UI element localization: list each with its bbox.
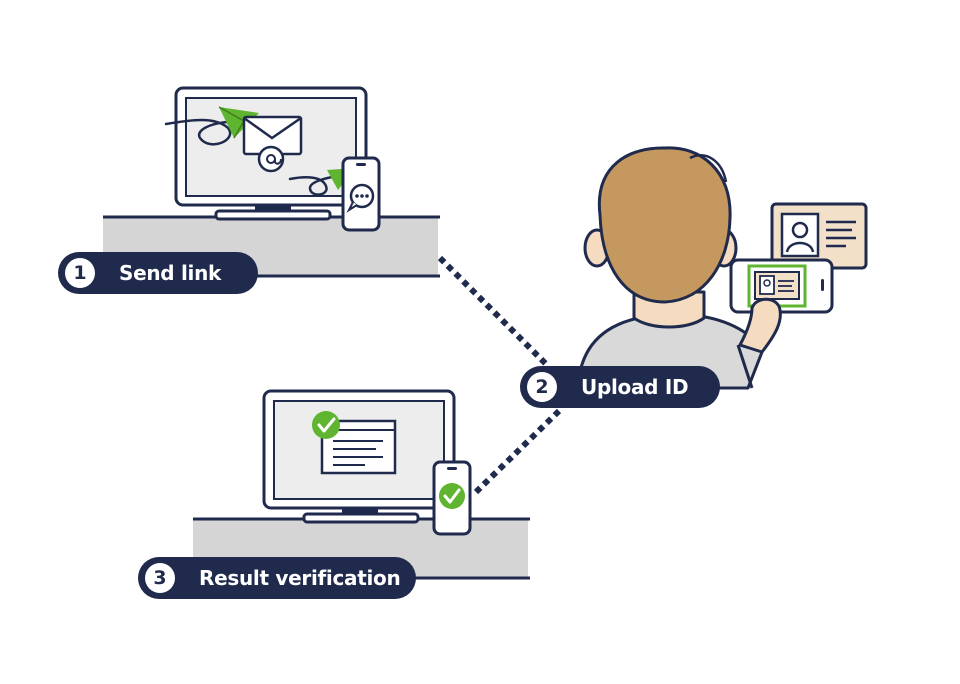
step-3-label: Result verification xyxy=(199,566,401,590)
chat-bubble-icon xyxy=(346,183,375,213)
step-3-pill: 3 Result verification xyxy=(138,557,416,599)
step-2-label: Upload ID xyxy=(581,375,689,399)
connector-dotted-lines xyxy=(437,255,563,495)
plane-trail xyxy=(164,118,242,146)
step-1-number: 1 xyxy=(65,258,95,288)
checkmark-icon xyxy=(439,483,465,509)
step-1-label: Send link xyxy=(119,261,222,285)
step-1-pill: 1 Send link xyxy=(58,252,258,294)
smartphone-icon xyxy=(729,258,834,314)
step-3-number: 3 xyxy=(145,563,175,593)
step-2-number: 2 xyxy=(527,372,557,402)
step-2-pill: 2 Upload ID xyxy=(520,366,720,408)
at-sign-icon xyxy=(257,145,285,173)
plane-trail-small xyxy=(288,174,340,196)
hand xyxy=(738,297,782,354)
person-illustration xyxy=(576,146,764,390)
shelf-1 xyxy=(103,215,440,278)
envelope-icon xyxy=(242,115,303,156)
id-card-icon xyxy=(770,202,868,270)
checkmark-icon xyxy=(312,411,340,439)
